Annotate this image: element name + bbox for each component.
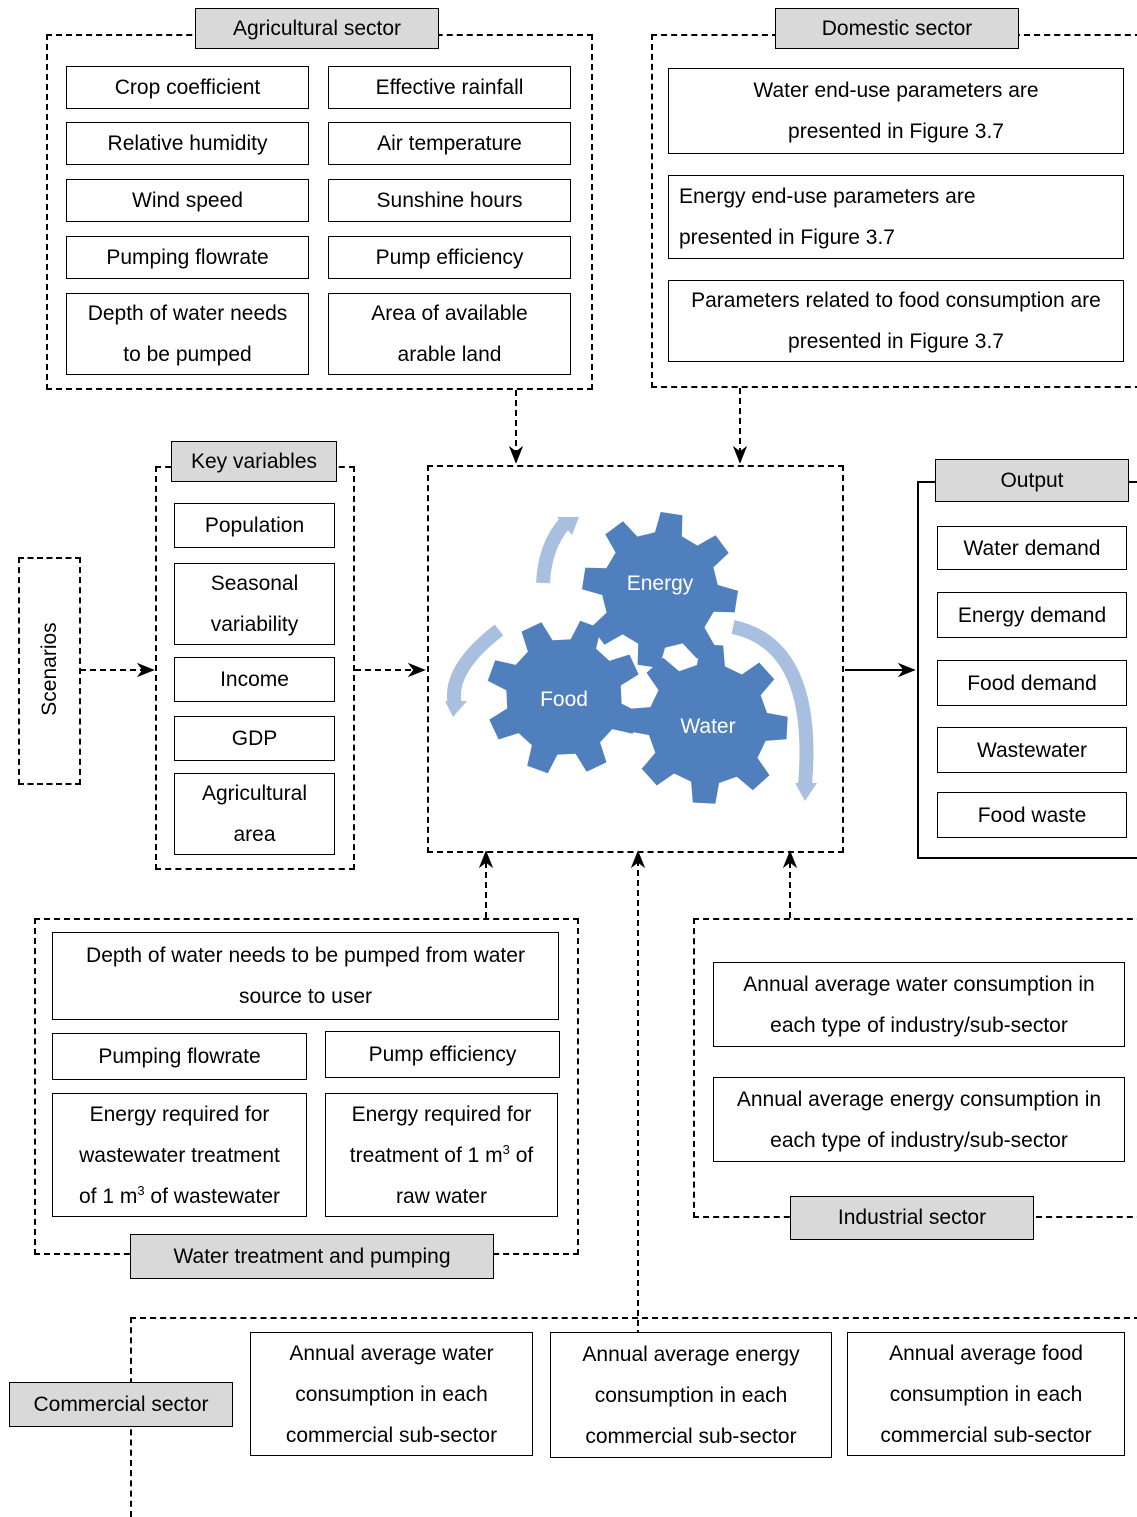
cycle-arrowhead-right [795,783,817,801]
industrial-energy-consumption: Annual average energy consumption in eac… [713,1077,1125,1162]
keyvar-gdp: GDP [174,716,335,761]
gear-water [628,644,788,804]
commercial-energy-consumption: Annual average energy consumption in eac… [550,1332,832,1458]
cycle-arrow-top [536,518,571,584]
wt-energy-wastewater: Energy required for wastewater treatment… [52,1093,307,1217]
gear-energy [582,512,738,668]
wt-energy-ww-line2: wastewater treatment [79,1143,280,1167]
wt-energy-ww-pre: of 1 m [79,1184,138,1208]
commercial-water-consumption: Annual average water consumption in each… [250,1332,533,1456]
gear-label-water: Water [680,715,735,738]
agri-depth-of-water: Depth of water needs to be pumped [66,293,309,375]
gear-food [487,620,641,774]
domestic-energy-end-use: Energy end-use parameters are presented … [668,175,1124,259]
commercial-sector-header: Commercial sector [9,1382,233,1427]
agri-pumping-flowrate: Pumping flowrate [66,236,309,279]
gear-label-energy: Energy [627,572,694,595]
industrial-sector-header: Industrial sector [790,1196,1034,1240]
agri-arable-land: Area of available arable land [328,293,571,375]
gear-label-food: Food [540,688,588,711]
cycle-arrow-right [731,620,814,786]
keyvar-population: Population [174,503,335,548]
nexus-frame [427,465,844,853]
output-wastewater: Wastewater [937,727,1127,773]
output-energy-demand: Energy demand [937,592,1127,638]
wt-energy-raw-water: Energy required for treatment of 1 m3 of… [325,1093,558,1217]
cycle-arrow-left [447,624,504,707]
cycle-arrowhead-left [445,701,467,717]
agri-relative-humidity: Relative humidity [66,122,309,165]
output-food-demand: Food demand [937,660,1127,706]
output-food-waste: Food waste [937,792,1127,838]
keyvar-seasonal-variability: Seasonal variability [174,563,335,645]
agri-pump-efficiency: Pump efficiency [328,236,571,279]
agri-crop-coefficient: Crop coefficient [66,66,309,109]
domestic-sector-header: Domestic sector [775,8,1019,49]
wt-energy-raw-line1: Energy required for [351,1102,532,1126]
industrial-water-consumption: Annual average water consumption in each… [713,962,1125,1047]
water-treatment-header: Water treatment and pumping [130,1234,494,1279]
keyvar-income: Income [174,657,335,702]
agri-sunshine-hours: Sunshine hours [328,179,571,222]
agri-effective-rainfall: Effective rainfall [328,66,571,109]
wt-energy-raw-line2: treatment of 1 m3 of [350,1135,534,1176]
wt-pumping-flowrate: Pumping flowrate [52,1033,307,1080]
agri-wind-speed: Wind speed [66,179,309,222]
wt-energy-ww-post: of wastewater [144,1184,280,1208]
domestic-food-parameters: Parameters related to food consumption a… [668,280,1124,362]
wt-depth-of-water: Depth of water needs to be pumped from w… [52,932,559,1020]
agricultural-sector-header: Agricultural sector [195,8,439,49]
wt-energy-raw-post: of [509,1143,534,1167]
wt-energy-raw-pre: treatment of 1 m [349,1143,503,1167]
commercial-food-consumption: Annual average food consumption in each … [847,1332,1125,1456]
wt-energy-ww-line3: of 1 m3 of wastewater [79,1176,280,1217]
scenarios-label: Scenarios [38,622,61,716]
cycle-arrowhead-top [557,517,579,535]
domestic-water-end-use: Water end-use parameters are presented i… [668,68,1124,154]
scenarios-frame [18,557,81,785]
wt-energy-ww-sup: 3 [137,1182,145,1198]
connector-layer [80,388,916,1396]
output-water-demand: Water demand [937,526,1127,570]
keyvar-agricultural-area: Agricultural area [174,773,335,855]
wt-energy-raw-line3: raw water [395,1184,488,1208]
wt-energy-ww-line1: Energy required for [89,1102,270,1126]
key-variables-header: Key variables [171,441,337,482]
wt-energy-raw-sup: 3 [502,1141,510,1157]
wt-pump-efficiency: Pump efficiency [325,1031,560,1078]
output-header: Output [935,459,1129,502]
agri-air-temperature: Air temperature [328,122,571,165]
